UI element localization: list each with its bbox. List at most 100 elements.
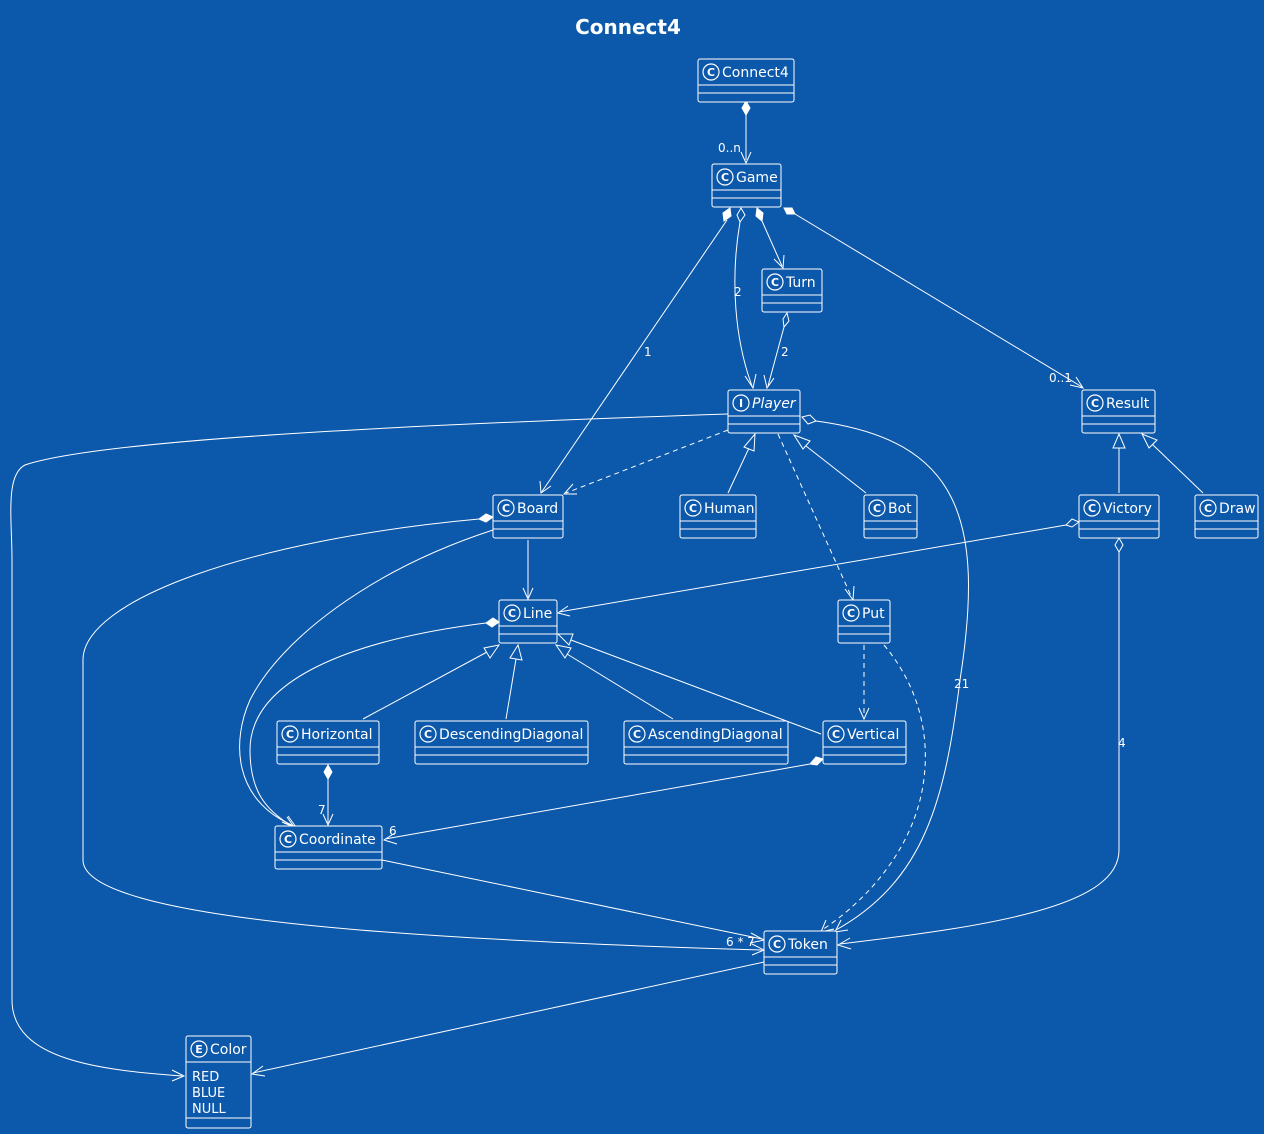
class-draw[interactable]: C Draw — [1194, 494, 1259, 539]
class-stereotype-icon: C — [281, 725, 299, 743]
class-name: DescendingDiagonal — [439, 727, 583, 743]
relation-board-token: 6 * 7 — [82, 513, 766, 956]
class-name: Horizontal — [301, 727, 372, 743]
enum-value-red: RED — [192, 1070, 219, 1085]
multiplicity-label: 6 * 7 — [726, 935, 755, 949]
multiplicity-label: 6 — [389, 824, 397, 838]
enum-value-null: NULL — [192, 1102, 226, 1117]
class-stereotype-icon: C — [684, 499, 702, 517]
multiplicity-label: 21 — [954, 677, 969, 691]
stereotype-letter: C — [689, 502, 697, 515]
relation-player-token: 21 — [801, 414, 969, 933]
class-game[interactable]: C Game — [711, 163, 782, 208]
stereotype-letter: C — [771, 276, 779, 289]
relation-put-vertical — [858, 645, 870, 721]
class-stereotype-icon: C — [868, 499, 886, 517]
relation-player-board — [562, 429, 729, 495]
relation-victory-result — [1112, 432, 1126, 493]
class-name: Turn — [785, 275, 816, 291]
class-stereotype-icon: C — [1199, 499, 1217, 517]
class-stereotype-icon: C — [419, 725, 437, 743]
stereotype-letter: C — [424, 728, 432, 741]
class-name: Board — [517, 501, 558, 517]
class-horizontal[interactable]: C Horizontal — [276, 720, 380, 765]
relation-turn-player: 2 — [763, 311, 790, 390]
relation-horizontal-line — [362, 644, 501, 720]
class-stereotype-icon: C — [768, 935, 786, 953]
stereotype-letter: C — [832, 728, 840, 741]
class-name: Vertical — [847, 727, 899, 743]
relation-human-player — [727, 432, 756, 494]
multiplicity-label: 0..n — [718, 141, 741, 155]
relation-token-color — [250, 961, 765, 1077]
multiplicity-label: 2 — [734, 285, 742, 299]
stereotype-letter: C — [284, 833, 292, 846]
class-stereotype-icon: C — [628, 725, 646, 743]
class-name: Draw — [1219, 501, 1256, 517]
class-stereotype-icon: C — [827, 725, 845, 743]
class-name: Connect4 — [722, 65, 789, 81]
stereotype-letter: C — [773, 938, 781, 951]
class-victory[interactable]: C Victory — [1078, 494, 1160, 539]
class-connect4[interactable]: C Connect4 — [697, 58, 795, 103]
relation-game-board: 1 — [539, 207, 732, 494]
class-board[interactable]: C Board — [492, 494, 564, 539]
stereotype-letter: C — [508, 607, 516, 620]
class-line[interactable]: C Line — [498, 599, 558, 644]
relation-connect4-game: 0..n — [718, 99, 752, 165]
stereotype-letter: C — [721, 171, 729, 184]
relation-vertical-line — [556, 633, 822, 735]
class-bot[interactable]: C Bot — [863, 494, 918, 539]
relation-victory-line — [556, 518, 1081, 617]
relation-horizontal-coordinate: 7 — [318, 763, 334, 827]
multiplicity-label: 0..1 — [1049, 371, 1072, 385]
class-name: Result — [1106, 396, 1150, 412]
class-stereotype-icon: C — [766, 273, 784, 291]
class-name: Token — [787, 937, 828, 953]
class-turn[interactable]: C Turn — [761, 268, 823, 313]
stereotype-letter: C — [1204, 502, 1212, 515]
relation-player-put — [777, 433, 855, 602]
class-result[interactable]: C Result — [1081, 389, 1156, 434]
enum-color[interactable]: E Color RED BLUE NULL — [185, 1035, 252, 1129]
class-name: AscendingDiagonal — [648, 727, 783, 743]
class-stereotype-icon: C — [279, 830, 297, 848]
class-stereotype-icon: C — [716, 168, 734, 186]
class-name: Line — [523, 606, 552, 622]
class-stereotype-icon: C — [1086, 394, 1104, 412]
relation-game-result: 0..1 — [783, 207, 1085, 389]
interface-player[interactable]: I Player — [727, 389, 801, 434]
stereotype-letter: C — [873, 502, 881, 515]
class-stereotype-icon: C — [497, 499, 515, 517]
class-token[interactable]: C Token — [763, 930, 838, 975]
class-descending-diagonal[interactable]: C DescendingDiagonal — [414, 720, 589, 765]
class-vertical[interactable]: C Vertical — [822, 720, 907, 765]
class-ascending-diagonal[interactable]: C AscendingDiagonal — [623, 720, 789, 765]
class-name: Victory — [1103, 501, 1152, 517]
interface-stereotype-icon: I — [732, 394, 750, 412]
diagram-title: Connect4 — [575, 15, 681, 39]
relation-vertical-coordinate: 6 — [382, 756, 824, 845]
enum-value-blue: BLUE — [192, 1086, 225, 1101]
relation-player-color — [10, 413, 729, 1082]
class-stereotype-icon: C — [1083, 499, 1101, 517]
stereotype-letter: C — [847, 607, 855, 620]
relation-descending-line — [505, 643, 523, 720]
relations: 0..n 1 2 0..1 — [10, 99, 1204, 1082]
multiplicity-label: 2 — [781, 345, 789, 359]
class-put[interactable]: C Put — [837, 599, 891, 644]
stereotype-letter: C — [1088, 502, 1096, 515]
class-name: Bot — [888, 501, 912, 517]
enum-name: Color — [210, 1042, 247, 1058]
class-name: Player — [752, 396, 797, 412]
relation-board-coordinate — [239, 529, 494, 828]
class-name: Human — [704, 501, 755, 517]
enum-stereotype-icon: E — [190, 1040, 208, 1058]
class-coordinate[interactable]: C Coordinate — [274, 825, 383, 870]
classes: C Connect4 C Game C Turn I Player C Resu… — [185, 58, 1259, 1129]
multiplicity-label: 4 — [1118, 736, 1126, 750]
class-name: Coordinate — [299, 832, 376, 848]
class-stereotype-icon: C — [702, 63, 720, 81]
class-name: Put — [862, 606, 885, 622]
class-human[interactable]: C Human — [679, 494, 757, 539]
